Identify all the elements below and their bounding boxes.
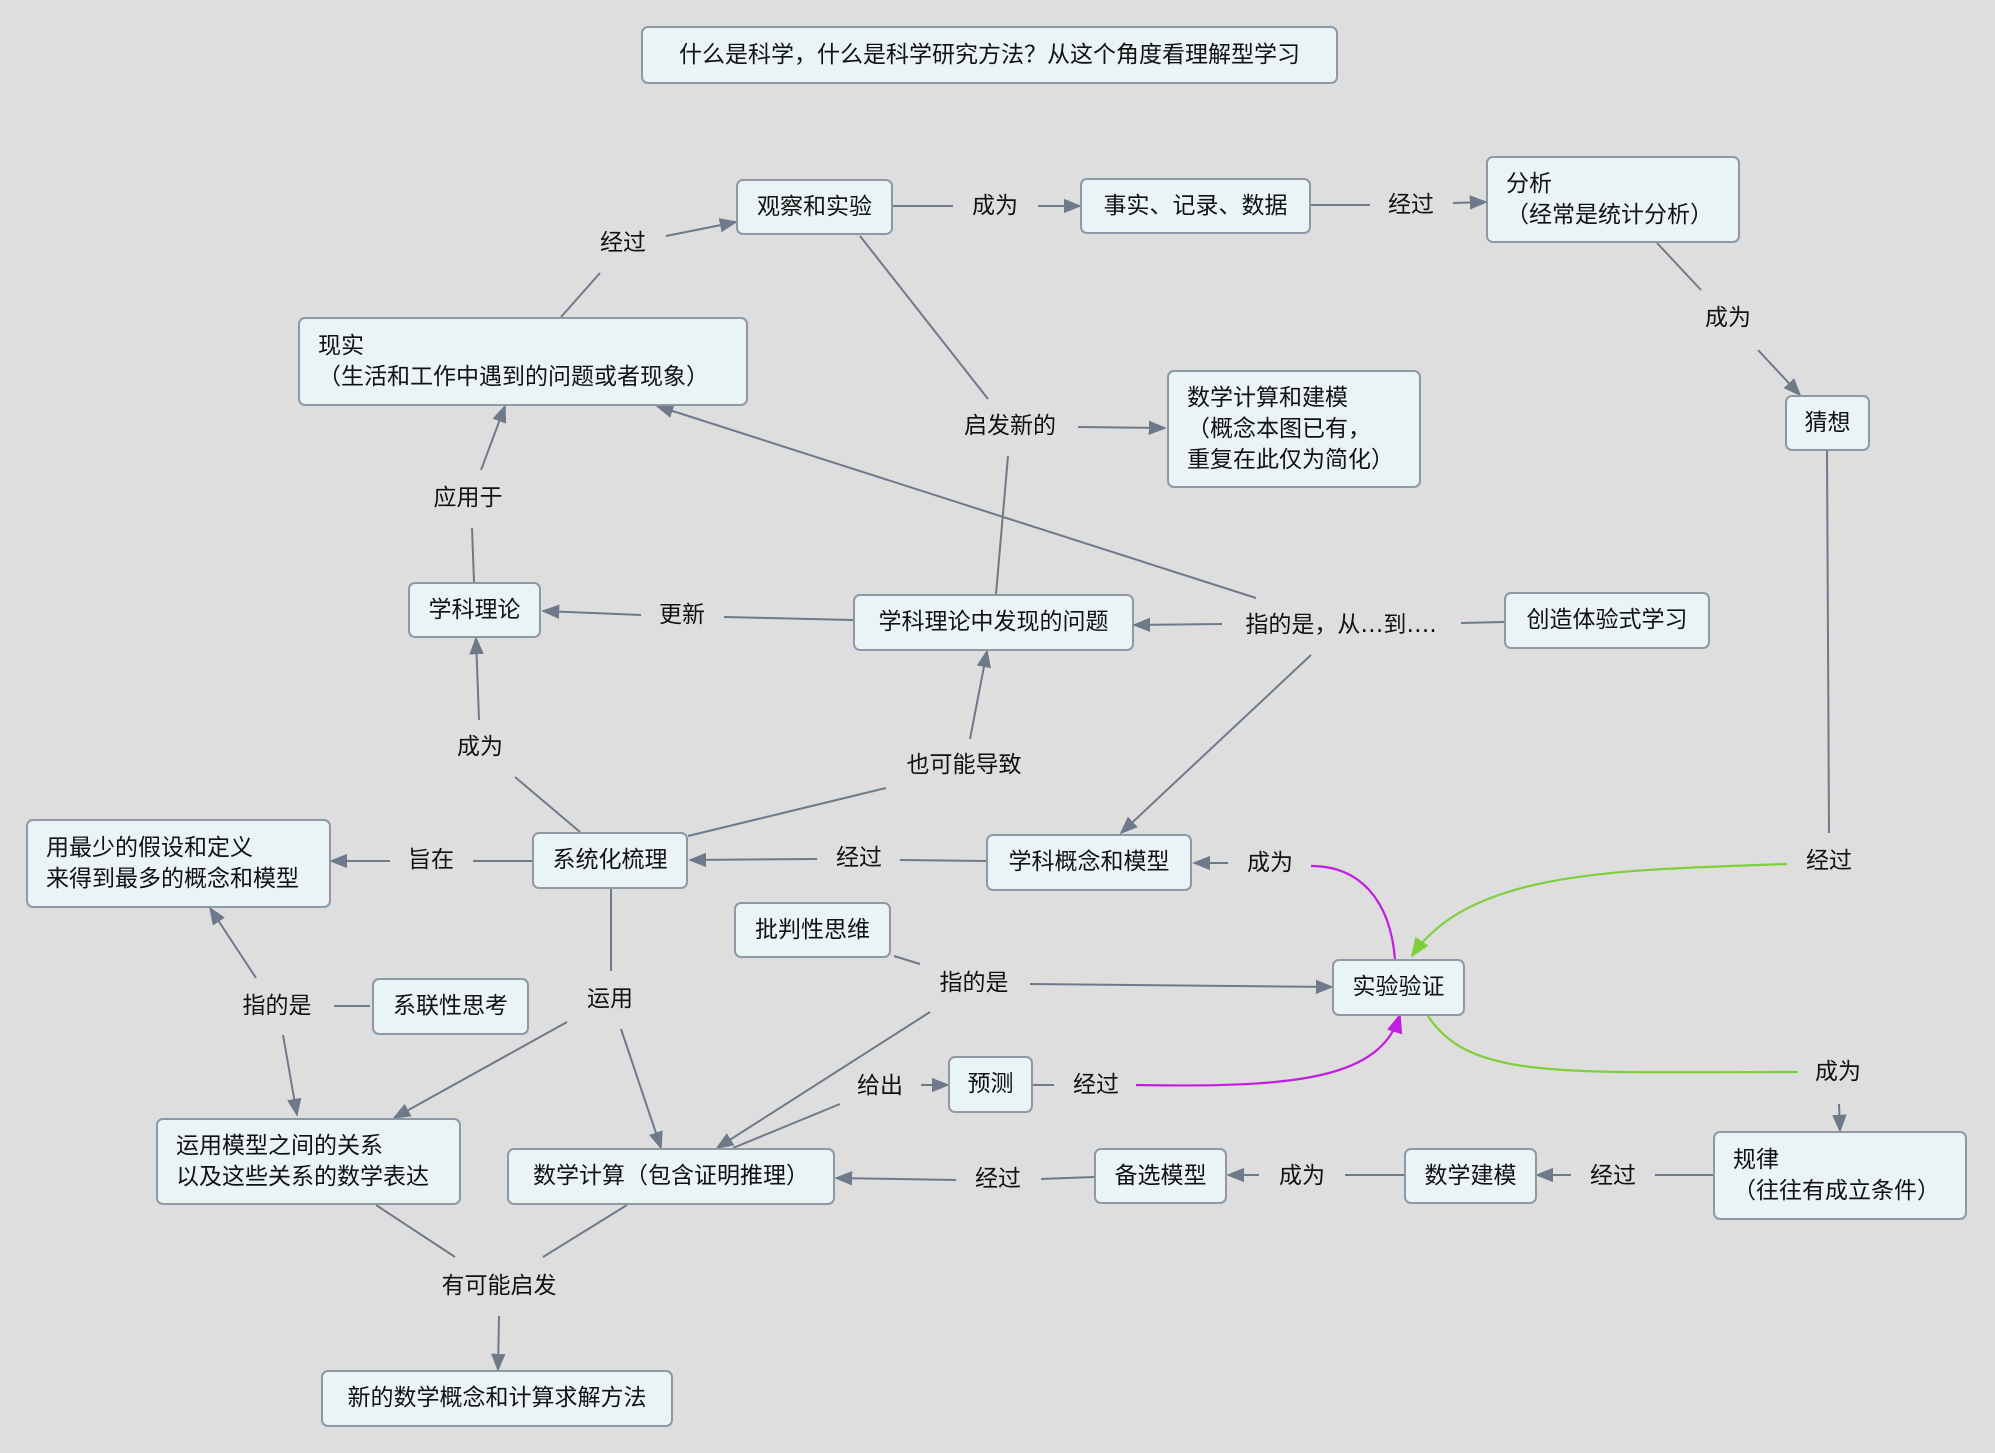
node-math-modeling[interactable]: 数学建模 [1404, 1148, 1537, 1204]
link-chengwei-theory [469, 636, 484, 721]
link-critical-zhide [893, 955, 921, 965]
node-discipline-theory[interactable]: 学科理论 [408, 582, 541, 638]
link-relations-youkeneng [375, 1204, 456, 1258]
node-model-relations[interactable]: 运用模型之间的关系 以及这些关系的数学表达 [156, 1118, 461, 1205]
label-jingguo: 经过 [597, 228, 649, 258]
node-theory-problems[interactable]: 学科理论中发现的问题 [853, 594, 1134, 651]
link-jingguo-experiment-green [1410, 862, 1788, 958]
node-systematize[interactable]: 系统化梳理 [532, 832, 688, 889]
label-give: 给出 [854, 1071, 906, 1101]
node-analysis[interactable]: 分析 （经常是统计分析） [1486, 156, 1740, 243]
node-candidate-model[interactable]: 备选模型 [1094, 1148, 1227, 1204]
node-predict[interactable]: 预测 [948, 1056, 1033, 1113]
node-concepts-models[interactable]: 学科概念和模型 [986, 834, 1192, 891]
link-zhide-experiment [1029, 979, 1334, 995]
link-yingyong-reality [480, 404, 507, 471]
link-jingguo-experiment-purple [1135, 1013, 1403, 1087]
link-zhide-problem [1132, 617, 1223, 633]
label-chengwei: 成为 [1812, 1057, 1864, 1087]
node-minimal-assumptions[interactable]: 用最少的假设和定义 来得到最多的概念和模型 [26, 819, 331, 908]
label-aims-at: 旨在 [405, 845, 457, 875]
map-title[interactable]: 什么是科学，什么是科学研究方法？从这个角度看理解型学习 [641, 26, 1338, 84]
node-math-modeling-note[interactable]: 数学计算和建模 （概念本图已有， 重复在此仅为简化） [1167, 370, 1421, 488]
label-refers-to: 指的是 [936, 968, 1012, 998]
label-update: 更新 [656, 600, 708, 630]
node-relational-thinking[interactable]: 系联性思考 [372, 978, 529, 1035]
label-chengwei: 成为 [1244, 848, 1296, 878]
node-law[interactable]: 规律 （往往有成立条件） [1713, 1131, 1967, 1220]
label-jingguo: 经过 [1587, 1161, 1639, 1191]
link-sys-yekeneng [687, 787, 887, 837]
node-creative-learning[interactable]: 创造体验式学习 [1504, 592, 1710, 649]
label-chengwei: 成为 [454, 732, 506, 762]
label-jingguo: 经过 [1803, 846, 1855, 876]
link-chengwei-law [1832, 1103, 1847, 1133]
link-concepts-jingguo [899, 859, 987, 862]
link-problem-qifa [995, 455, 1009, 595]
link-zhide-relations [282, 1034, 302, 1117]
label-jingguo: 经过 [1070, 1070, 1122, 1100]
link-theory-yingyong [471, 527, 475, 583]
node-new-math-methods[interactable]: 新的数学概念和计算求解方法 [321, 1370, 673, 1427]
link-jingguo-math [834, 1171, 957, 1186]
link-chengwei-guess [1757, 349, 1802, 397]
link-zhide-concepts [1119, 654, 1312, 835]
node-facts-records-data[interactable]: 事实、记录、数据 [1080, 178, 1311, 234]
link-zhide-minimal [209, 906, 257, 979]
link-jingguo-analysis [1452, 195, 1488, 210]
node-observe-experiment[interactable]: 观察和实验 [736, 179, 893, 235]
link-reality-jingguo [560, 272, 601, 318]
label-refers-from-to: 指的是，从…到…. [1242, 610, 1440, 640]
link-experiment-chengwei-purple [1310, 864, 1397, 960]
link-creative-zhide [1460, 621, 1505, 624]
link-candidate-jingguo [1040, 1176, 1095, 1180]
link-gengxin-theory [541, 604, 642, 619]
link-zhide-reality [655, 404, 1257, 599]
link-math-geichu [732, 1103, 841, 1149]
link-zhide-math [715, 1011, 931, 1149]
link-youkeneng-newmath [491, 1315, 506, 1372]
link-qifa-note [1077, 420, 1167, 436]
link-guess-jingguo [1826, 450, 1830, 834]
link-experiment-chengwei-green [1427, 1015, 1799, 1074]
link-math-youkeneng [542, 1204, 628, 1258]
node-critical-thinking[interactable]: 批判性思维 [734, 902, 891, 958]
link-jingguo-sys [688, 852, 818, 868]
link-sys-chengwei [514, 776, 581, 833]
link-problem-gengxin [723, 616, 854, 621]
label-jingguo: 经过 [1385, 190, 1437, 220]
label-use: 运用 [584, 984, 636, 1014]
link-jingguo-observe [665, 218, 738, 237]
label-may-inspire: 有可能启发 [438, 1271, 560, 1301]
link-analysis-chengwei [1656, 242, 1702, 291]
label-may-also-lead: 也可能导致 [903, 750, 1025, 780]
link-observe-qifa [859, 235, 989, 400]
node-experiment-verify[interactable]: 实验验证 [1332, 959, 1465, 1016]
label-qifa-new: 启发新的 [961, 411, 1059, 441]
node-reality[interactable]: 现实 （生活和工作中遇到的问题或者现象） [298, 317, 748, 406]
link-yekeneng-problem [969, 649, 991, 740]
label-jingguo: 经过 [972, 1164, 1024, 1194]
label-chengwei: 成为 [969, 191, 1021, 221]
link-yunyong-relations [392, 1021, 568, 1119]
node-guess[interactable]: 猜想 [1785, 395, 1870, 451]
label-apply-to: 应用于 [430, 483, 506, 513]
label-chengwei: 成为 [1702, 303, 1754, 333]
label-chengwei: 成为 [1276, 1161, 1328, 1191]
node-math-calculation[interactable]: 数学计算（包含证明推理） [507, 1148, 835, 1205]
link-yunyong-math [620, 1028, 663, 1150]
label-refers-to: 指的是 [239, 991, 315, 1021]
label-jingguo: 经过 [833, 843, 885, 873]
